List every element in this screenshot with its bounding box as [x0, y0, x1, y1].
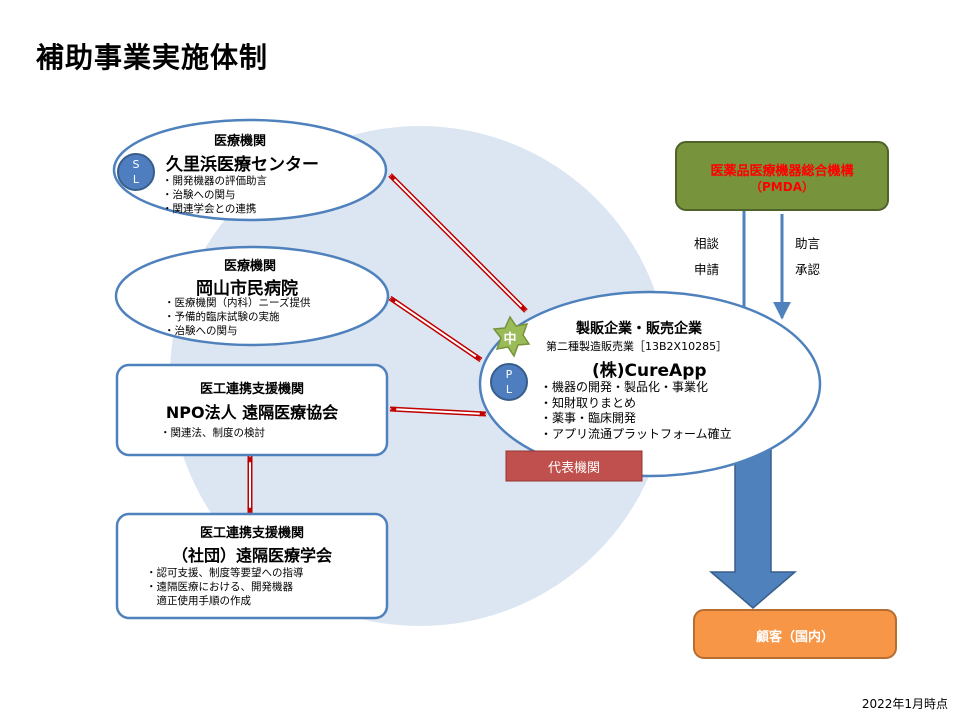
pmda-box: [675, 141, 889, 211]
npo-bullets: ・関連法、制度の検討: [160, 426, 265, 440]
society-name: （社団）遠隔医療学会: [171, 546, 332, 565]
kurihama-bullet: ・治験への関与: [162, 189, 236, 201]
pl-badge-cureapp: P L: [490, 363, 528, 401]
pmda-name: 医薬品医療機器総合機構: [710, 164, 854, 179]
cureapp-bullet: ・知財取りまとめ: [540, 395, 637, 410]
flow-label-advice: 助言: [795, 236, 821, 251]
date-note: 2022年1月時点: [861, 697, 948, 711]
badge-bottom-letter: L: [505, 383, 513, 396]
badge-top-letter: S: [132, 158, 140, 171]
sl-badge-kurihama: S L: [117, 153, 155, 191]
kurihama-bullet: ・開発機器の評価助言: [162, 175, 267, 187]
npo-name: NPO法人 遠隔医療協会: [165, 403, 339, 422]
kurihama-bullets: ・開発機器の評価助言 ・治験への関与 ・関連学会との連携: [162, 174, 267, 216]
big-down-arrow: [708, 429, 798, 609]
red-arrow-okayama-cureapp: [388, 295, 483, 363]
flow-label-apply: 申請: [694, 262, 720, 277]
star-label: 中: [503, 332, 517, 347]
flow-label-consult: 相談: [694, 236, 720, 251]
representative-label: 代表機関: [547, 461, 600, 476]
star-shape: [492, 315, 531, 358]
npo-bullet: ・関連法、制度の検討: [160, 427, 265, 439]
society-bullet: ・遠隔医療における、開発機器: [146, 581, 293, 593]
badge-bottom-letter: L: [132, 173, 140, 186]
npo-header: 医工連携支援機関: [199, 382, 304, 397]
okayama-bullet: ・予備的臨床試験の実施: [164, 311, 280, 323]
cureapp-license: 第二種製造販売業［13B2X10285］: [546, 340, 728, 353]
kurihama-name: 久里浜医療センター: [166, 155, 319, 175]
cureapp-bullet: ・機器の開発・製品化・事業化: [540, 380, 709, 394]
okayama-name: 岡山市民病院: [196, 279, 298, 299]
cureapp-header: 製販企業・販売企業: [576, 321, 702, 337]
okayama-bullet: ・医療機関（内科）ニーズ提供: [164, 297, 311, 309]
society-box: [115, 512, 389, 620]
cureapp-bullet: ・アプリ流通プラットフォーム確立: [540, 426, 732, 441]
cureapp-ellipse: [478, 290, 822, 478]
badge-top-letter: P: [505, 368, 513, 381]
society-bullets: ・認可支援、制度等要望への指導 ・遠隔医療における、開発機器 適正使用手順の作成: [146, 566, 304, 608]
society-bullet: 適正使用手順の作成: [146, 595, 251, 607]
cureapp-name: (株)CureApp: [592, 361, 707, 381]
npo-box: [115, 363, 389, 457]
society-header: 医工連携支援機関: [199, 526, 304, 541]
kurihama-header: 医療機関: [214, 134, 267, 149]
pmda-abbr: （PMDA）: [750, 180, 814, 194]
page-title: 補助事業実施体制: [36, 41, 269, 74]
okayama-ellipse: [114, 245, 390, 347]
okayama-bullet: ・治験への関与: [164, 325, 238, 337]
society-bullet: ・認可支援、制度等要望への指導: [146, 567, 304, 579]
red-arrow-npo-cureapp: [389, 406, 487, 417]
okayama-header: 医療機関: [224, 259, 277, 274]
kurihama-bullet: ・関連学会との連携: [162, 203, 257, 215]
okayama-bullets: ・医療機関（内科）ニーズ提供 ・予備的臨床試験の実施 ・治験への関与: [164, 296, 310, 338]
customer-label: 顧客（国内）: [755, 630, 834, 645]
flow-label-approve: 承認: [795, 262, 821, 277]
red-arrow-kurihama-cureapp: [388, 173, 528, 313]
cureapp-bullets: ・機器の開発・製品化・事業化 ・知財取りまとめ ・薬事・臨床開発 ・アプリ流通プ…: [540, 380, 732, 442]
cureapp-bullet: ・薬事・臨床開発: [540, 411, 637, 425]
kurihama-ellipse: [112, 118, 388, 222]
representative-box: [505, 450, 643, 482]
customer-box: [693, 609, 897, 659]
